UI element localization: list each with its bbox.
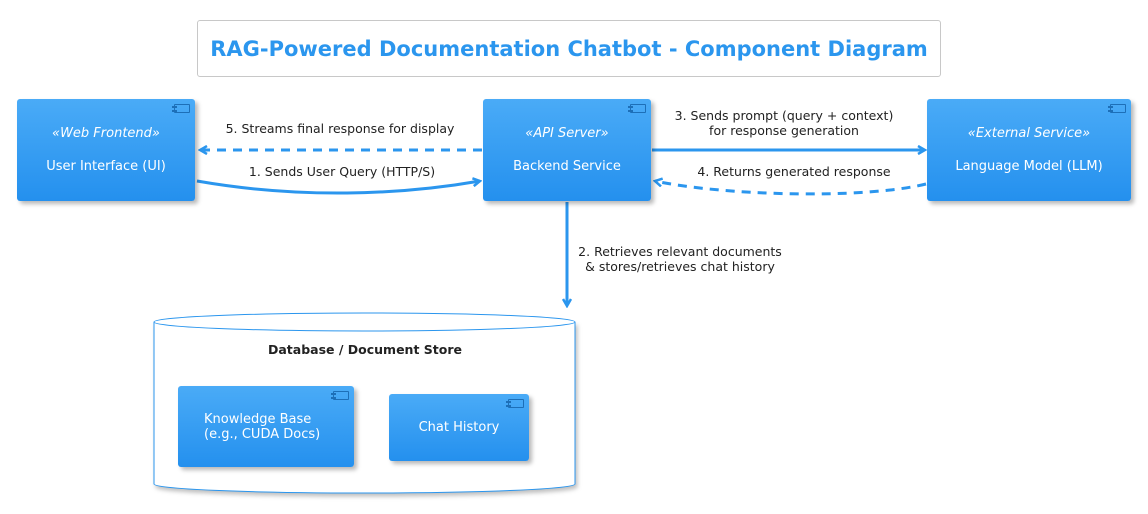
component-language-model: «External Service» Language Model (LLM) [927,99,1131,201]
flow-label-1: 1. Sends User Query (HTTP/S) [248,164,436,179]
flow-label-5: 5. Streams final response for display [225,121,455,136]
flow-label-2-line1: 2. Retrieves relevant documents [578,244,782,259]
component-name-backend: Backend Service [513,159,621,174]
chat-history-name: Chat History [418,420,500,435]
database-title: Database / Document Store [267,342,462,357]
flow-label-3-line1: 3. Sends prompt (query + context) [674,108,894,123]
stereotype-external-service: «External Service» [967,126,1091,141]
component-chat-history: Chat History [389,394,529,461]
stereotype-web-frontend: «Web Frontend» [52,126,160,141]
diagram-title-box: RAG-Powered Documentation Chatbot - Comp… [197,20,941,77]
component-icon [1108,104,1126,113]
knowledge-base-line2: (e.g., CUDA Docs) [204,426,321,442]
component-icon [506,399,524,408]
flow-arrow-1 [196,181,480,195]
component-icon [628,104,646,113]
component-name-ui: User Interface (UI) [46,159,166,174]
component-name-llm: Language Model (LLM) [955,159,1103,174]
component-knowledge-base: Knowledge Base (e.g., CUDA Docs) [178,386,354,467]
flow-label-2-line2: & stores/retrieves chat history [585,259,775,274]
component-user-interface: «Web Frontend» User Interface (UI) [17,99,195,201]
stereotype-api-server: «API Server» [525,126,609,141]
flow-label-4: 4. Returns generated response [697,164,891,179]
component-icon [331,391,349,400]
component-backend-service: «API Server» Backend Service [483,99,651,201]
diagram-title: RAG-Powered Documentation Chatbot - Comp… [210,36,928,61]
flow-arrow-4 [655,181,927,196]
knowledge-base-line1: Knowledge Base [204,411,312,427]
flow-label-3-line2: for response generation [709,123,859,138]
component-icon [172,104,190,113]
